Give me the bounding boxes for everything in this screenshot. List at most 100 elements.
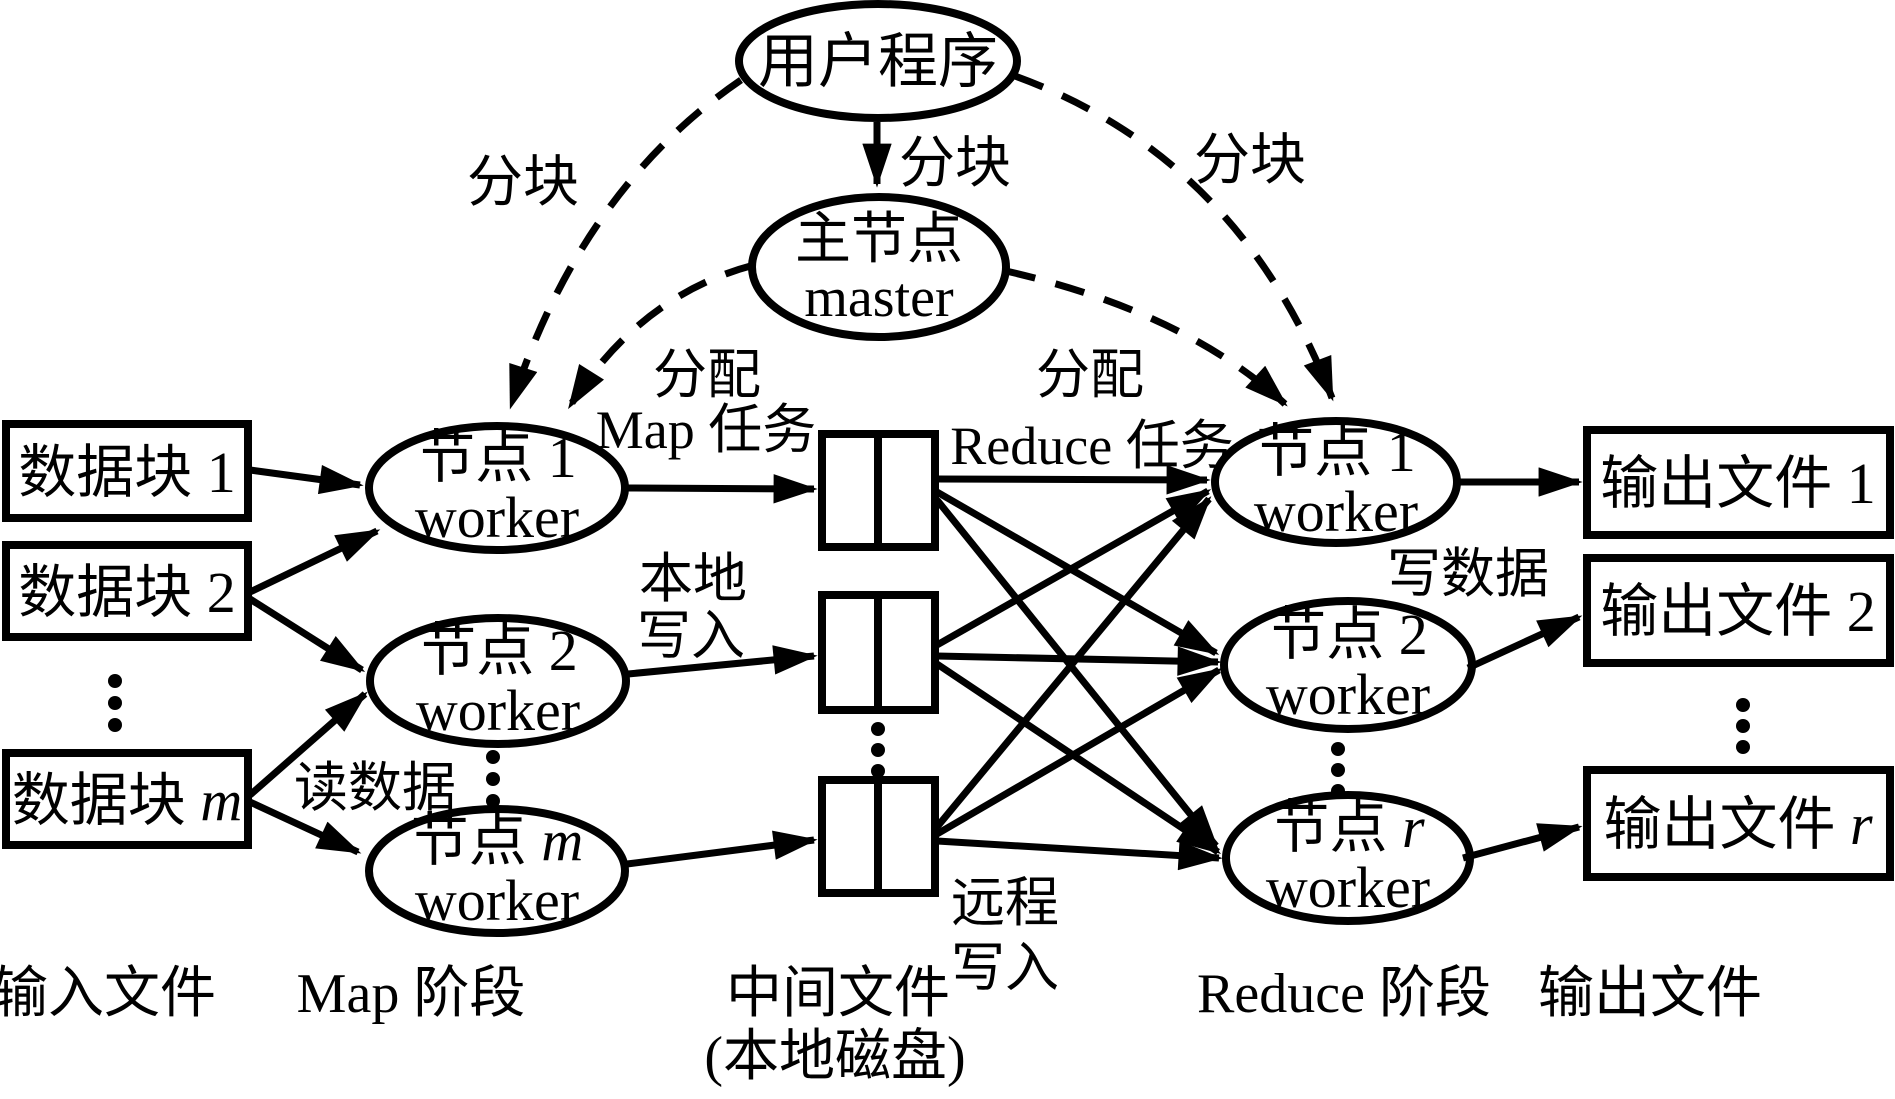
user-program-node: 用户程序 [735, 0, 1021, 122]
map-worker-m-title: 节点 m [411, 808, 583, 873]
map-worker-1-prefix: 节点 [417, 425, 548, 490]
master-label-en: master [804, 267, 954, 329]
ellipsis-dots-reduce [1331, 742, 1345, 798]
arrow-intermediate2-to-reduce1 [935, 487, 1212, 649]
intermediate-file-1 [818, 430, 939, 551]
arrow-intermediate1-to-reduce1 [936, 465, 1211, 495]
master-label-cn: 主节点 [795, 209, 963, 271]
map-worker-m-role: worker [415, 868, 579, 933]
fork-label-middle: 分块 [899, 133, 1011, 195]
map-worker-m-ellipse [365, 805, 629, 937]
reduce-worker-r-title: 节点 r [1271, 795, 1425, 860]
map-worker-1: 节点 1 worker [365, 422, 629, 554]
arrow-intermediate1-to-reduce2 [935, 488, 1220, 657]
map-worker-m: 节点 m worker [365, 805, 629, 937]
arrow-intermediate3-to-reduce2 [935, 666, 1223, 838]
edge-labels: 分块 分块 分块 分配 Map 任务 分配 Reduce 任务 本地 写入 远程… [294, 130, 1549, 998]
ellipsis-dots-output [1736, 698, 1750, 754]
map-worker-2-ellipse [366, 614, 630, 748]
map-worker-1-title: 节点 1 [417, 425, 577, 490]
map-worker-2-id: 2 [549, 618, 578, 683]
input-block-1: 数据块 1 [2, 420, 252, 522]
reduce-worker-2: 节点 2 worker [1220, 597, 1476, 733]
caption-output-files: 输出文件 [1538, 963, 1762, 1025]
fork-label-right: 分块 [1194, 130, 1306, 192]
dashed-arrow-user-to-reduce-worker-1 [1013, 72, 1336, 402]
output-file-1-id: 1 [1847, 451, 1876, 516]
dot [108, 696, 122, 710]
dot [871, 743, 885, 757]
reduce-worker-2-role: worker [1266, 662, 1430, 727]
map-worker-1-ellipse [365, 422, 629, 554]
master-node: 主节点 master [748, 193, 1010, 341]
caption-reduce-stage: Reduce 阶段 [1197, 963, 1491, 1025]
output-file-r: 输出文件 r [1583, 766, 1894, 881]
dot [108, 674, 122, 688]
reduce-worker-2-ellipse [1220, 597, 1476, 733]
map-worker-2-title: 节点 2 [418, 618, 578, 683]
intermediate-file-3 [818, 776, 939, 897]
map-worker-2-prefix: 节点 [418, 618, 549, 683]
output-file-r-box [1583, 766, 1894, 881]
master-ellipse [748, 193, 1010, 341]
dot [1331, 742, 1345, 756]
reduce-worker-1-prefix: 节点 [1256, 419, 1387, 484]
reduce-worker-1: 节点 1 worker [1211, 417, 1461, 547]
ellipsis-dots-input [108, 674, 122, 732]
dot [108, 718, 122, 732]
reduce-worker-r: 节点 r worker [1222, 791, 1474, 925]
fork-label-left: 分块 [467, 152, 579, 214]
output-file-2-id: 2 [1847, 579, 1876, 644]
reduce-worker-1-title: 节点 1 [1256, 419, 1416, 484]
dashed-arrow-master-to-map-worker-1 [567, 261, 755, 410]
reduce-worker-2-prefix: 节点 [1268, 602, 1399, 667]
output-file-2-box [1583, 554, 1894, 667]
dot [486, 750, 500, 764]
reduce-worker-r-ellipse [1222, 791, 1474, 925]
reduce-worker-r-role: worker [1266, 855, 1430, 920]
output-file-2-prefix: 输出文件 [1600, 579, 1847, 644]
output-file-r-label: 输出文件 r [1603, 792, 1873, 857]
intermediate-file-2 [818, 591, 939, 714]
arrow-reduce2-to-output2 [1466, 613, 1583, 672]
input-block-2-prefix: 数据块 [18, 560, 207, 625]
dot [486, 772, 500, 786]
assign-reduce-label-line2: Reduce 任务 [950, 416, 1233, 476]
input-block-2-id: 2 [207, 560, 236, 625]
reduce-worker-2-title: 节点 2 [1268, 602, 1428, 667]
arrow-block2-to-map2 [248, 596, 366, 673]
output-file-2: 输出文件 2 [1583, 554, 1894, 667]
map-worker-m-id: m [541, 808, 583, 873]
caption-intermediate-files-line1: 中间文件 [726, 963, 950, 1025]
caption-intermediate-files-line2: (本地磁盘) [704, 1026, 965, 1088]
output-file-2-label: 输出文件 2 [1600, 579, 1876, 644]
input-block-1-label: 数据块 1 [18, 440, 236, 505]
local-write-label-line2: 写入 [637, 606, 745, 666]
input-block-m: 数据块 m [2, 749, 252, 849]
input-block-2-box [2, 541, 252, 641]
dot [871, 764, 885, 778]
dot [871, 722, 885, 736]
dot [1736, 719, 1750, 733]
ellipsis-dots-map [486, 750, 500, 808]
write-data-label: 写数据 [1387, 544, 1549, 604]
arrow-map2-to-intermediate2 [627, 645, 818, 678]
ellipsis-dots-intermediate [871, 722, 885, 778]
assign-map-label-line1: 分配 [653, 345, 761, 405]
arrow-map1-to-intermediate1 [626, 474, 818, 504]
control-edges [507, 72, 1336, 410]
dot [486, 794, 500, 808]
reduce-worker-1-role: worker [1254, 479, 1418, 544]
dashed-arrow-master-to-reduce-worker-1 [1005, 267, 1288, 407]
map-worker-m-prefix: 节点 [411, 808, 542, 873]
reduce-worker-1-id: 1 [1387, 419, 1416, 484]
map-worker-2: 节点 2 worker [366, 614, 630, 748]
input-block-m-box [2, 749, 252, 849]
remote-write-label-line2: 写入 [951, 938, 1059, 998]
arrow-reducer-to-outputr [1462, 823, 1583, 862]
dot [1736, 698, 1750, 712]
input-block-2: 数据块 2 [2, 541, 252, 641]
arrow-intermediate1-to-reducer [934, 497, 1219, 849]
user-program-label: 用户程序 [758, 29, 998, 95]
